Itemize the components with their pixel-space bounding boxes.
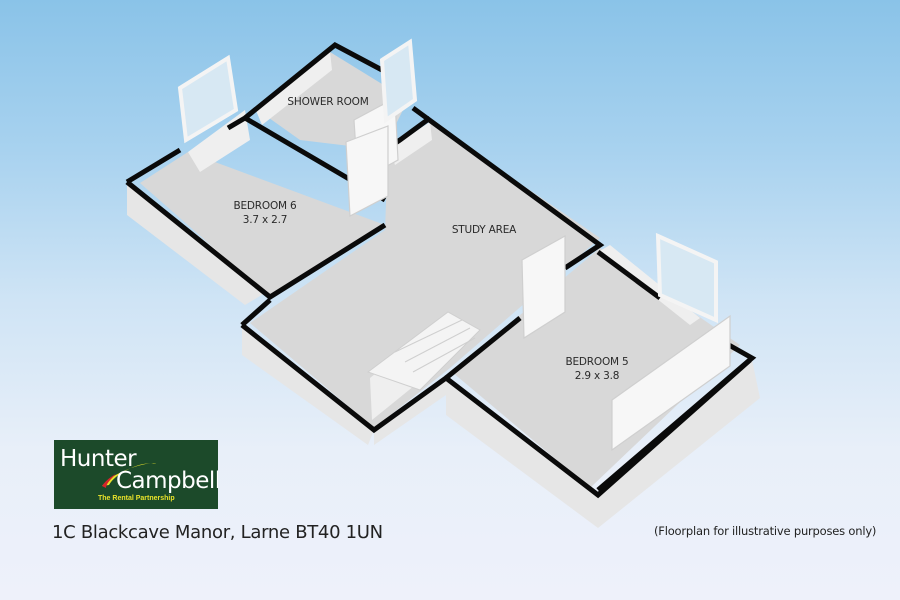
door-bedroom-6	[345, 125, 389, 217]
room-label-bedroom-5: BEDROOM 5 2.9 x 3.8	[547, 355, 647, 383]
windows	[177, 38, 718, 324]
room-name: BEDROOM 5	[565, 356, 629, 368]
logo-tagline: The Rental Partnership	[98, 495, 175, 502]
room-name: STUDY AREA	[451, 224, 517, 236]
room-label-bedroom-6: BEDROOM 6 3.7 x 2.7	[215, 199, 315, 227]
logo-line2: Campbell	[116, 468, 218, 494]
wardrobe-doors	[611, 314, 731, 452]
window-shower-room	[379, 38, 418, 124]
hunter-campbell-logo: Hunter Campbell The Rental Partnership	[54, 440, 218, 509]
room-label-study-area: STUDY AREA	[434, 223, 534, 237]
window-bedroom-5	[655, 232, 718, 324]
window-bedroom-6	[177, 54, 239, 144]
door-study-bedroom-5	[521, 234, 566, 340]
disclaimer-text: (Floorplan for illustrative purposes onl…	[654, 524, 877, 538]
floor-study-area	[250, 122, 600, 428]
logo-line1: Hunter	[60, 446, 137, 472]
staircase	[366, 311, 481, 391]
floor-bedroom-5	[452, 248, 740, 488]
doors	[345, 97, 731, 452]
swoosh-icon	[102, 463, 156, 488]
room-name: BEDROOM 6	[233, 200, 297, 212]
floors	[140, 52, 740, 488]
room-dimensions: 3.7 x 2.7	[242, 214, 288, 226]
room-label-shower-room: SHOWER ROOM	[278, 95, 378, 109]
property-address: 1C Blackcave Manor, Larne BT40 1UN	[52, 522, 383, 543]
room-name: SHOWER ROOM	[287, 96, 369, 108]
room-dimensions: 2.9 x 3.8	[574, 370, 620, 382]
